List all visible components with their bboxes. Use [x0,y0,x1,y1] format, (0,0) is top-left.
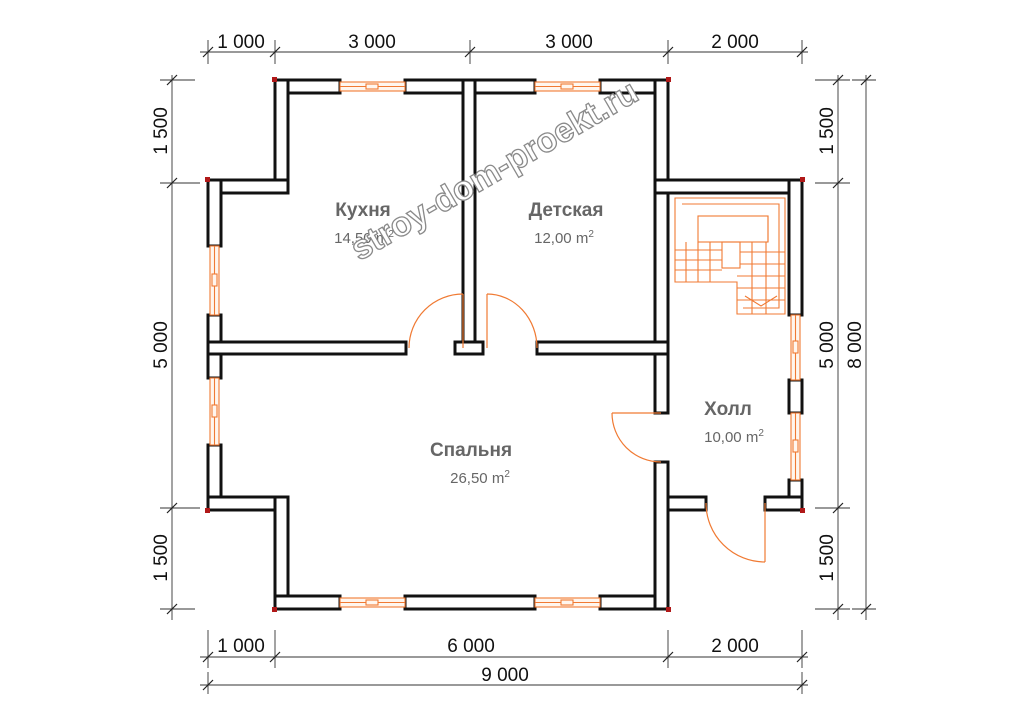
dimension-labels: 1 000 3 000 3 000 2 000 1 000 6 000 2 00… [151,32,866,686]
window-right-hall-upper [790,314,801,381]
room-area-hall: 10,00 m2 [704,428,764,446]
dim-overall-width: 9 000 [481,665,529,686]
dim-right-3: 1 500 [817,534,838,582]
dim-top-2: 3 000 [348,32,396,53]
window-top-kitchen [339,81,406,92]
door-hall-bedroom [611,412,662,463]
window-top-kids [534,81,601,92]
dim-overall-height: 8 000 [845,321,866,369]
staircase [674,197,786,315]
room-area-bedroom: 26,50 m2 [450,469,510,487]
room-name-kids: Детская [529,200,604,221]
room-name-bedroom: Спальня [430,440,512,461]
room-labels: Кухня 14,50 m2 Детская 12,00 m2 Спальня … [334,200,764,487]
window-right-hall-lower [790,412,801,481]
window-bottom-left [339,597,406,608]
dim-right-1: 1 500 [817,107,838,155]
dim-left-2: 5 000 [151,321,172,369]
walls [206,78,804,611]
dim-left-3: 1 500 [151,534,172,582]
dim-bottom-2: 6 000 [447,636,495,657]
dim-left-1: 1 500 [151,107,172,155]
room-area-kitchen: 14,50 m2 [334,229,394,247]
doors [408,293,766,563]
dim-right-2: 5 000 [817,321,838,369]
windows [209,81,801,608]
window-left-kitchen [209,245,220,316]
room-name-kitchen: Кухня [335,200,391,221]
dim-bottom-1: 1 000 [217,636,265,657]
window-bottom-right [534,597,601,608]
corner-posts [205,77,805,612]
room-name-hall: Холл [704,399,752,420]
door-kids [486,293,538,349]
window-left-bedroom [209,377,220,446]
watermark: stroy-dom-proekt.ru [344,73,644,268]
dim-top-3: 3 000 [545,32,593,53]
door-entrance [705,502,766,563]
dim-top-1: 1 000 [217,32,265,53]
door-kitchen [408,293,464,349]
dim-top-4: 2 000 [711,32,759,53]
room-area-kids: 12,00 m2 [534,229,594,247]
dim-bottom-3: 2 000 [711,636,759,657]
dimension-lines [160,40,876,694]
